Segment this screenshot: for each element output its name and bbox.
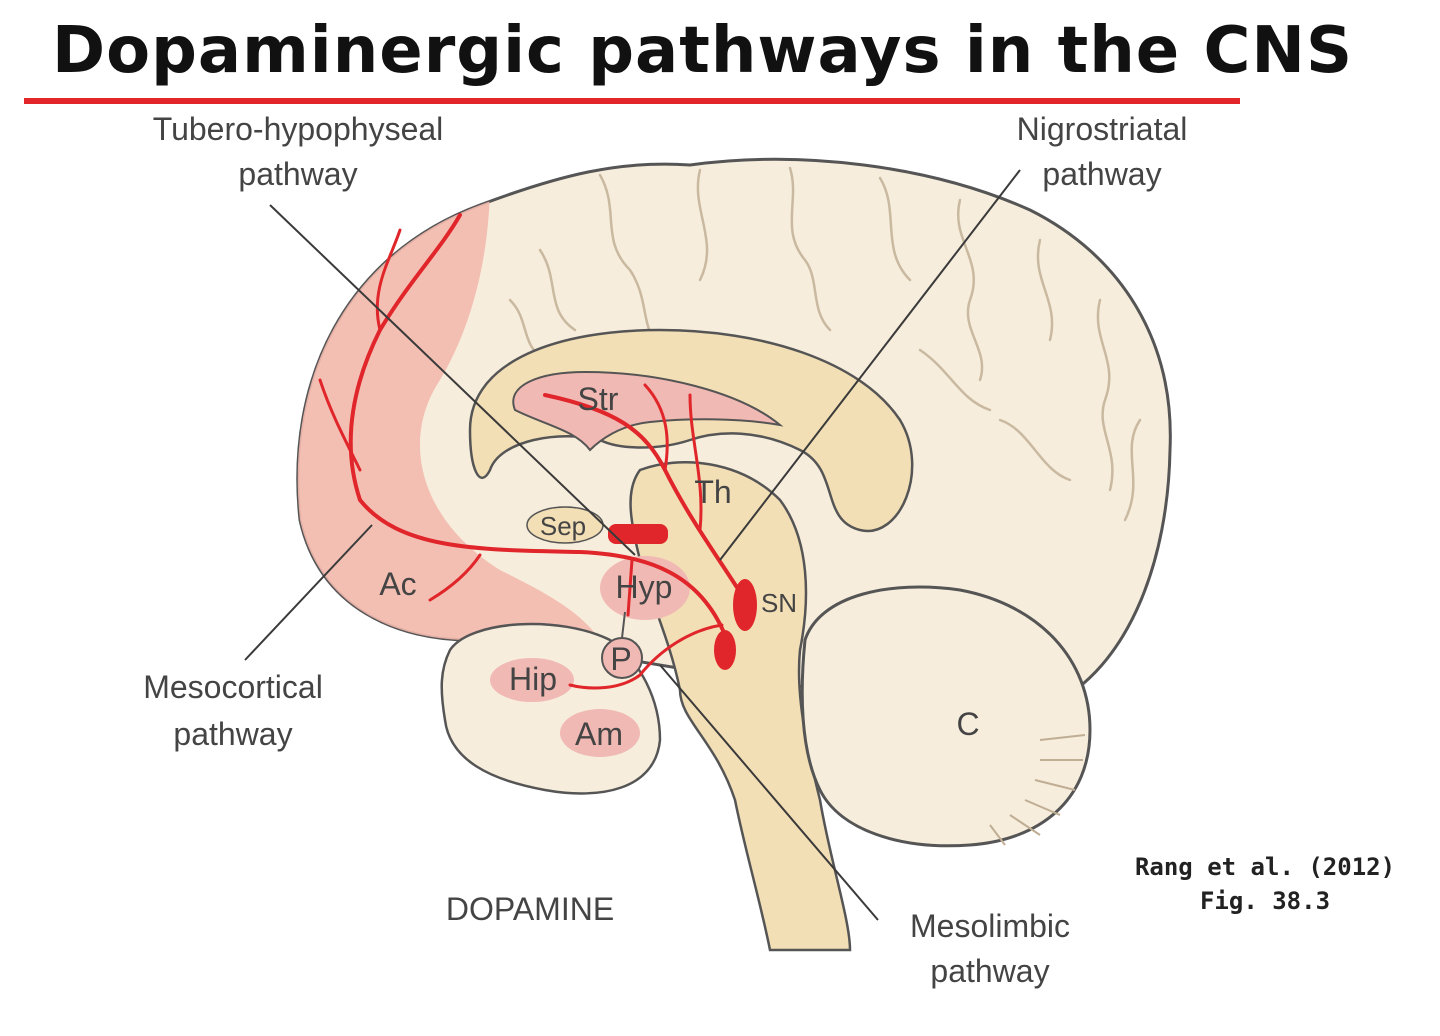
mesocortical-branch-2 (318, 378, 362, 472)
frontal-cortex-highlight (297, 180, 600, 660)
dopamine-caption: DOPAMINE (446, 891, 614, 927)
region-label-p: P (610, 641, 631, 677)
striatum (512, 370, 784, 452)
region-label-ac: Ac (379, 566, 416, 602)
mesolimbic-label-line2: pathway (930, 953, 1049, 989)
mesolimbic-fibre (568, 623, 724, 690)
tubero-leader (269, 204, 636, 556)
region-label-str: Str (578, 381, 619, 417)
pituitary (601, 637, 643, 679)
mesolimbic-leader (659, 664, 879, 921)
tubero-fibre (626, 558, 634, 617)
citation-line2: Fig. 38.3 (1199, 887, 1331, 915)
leader-lines (244, 169, 1021, 921)
amygdala (560, 709, 640, 757)
mesocortical-leader (244, 524, 373, 661)
pituitary-stalk (621, 611, 626, 639)
region-label-th: Th (694, 474, 731, 510)
nigrostriatal-branch-2 (643, 383, 669, 472)
region-label-sn: SN (761, 588, 797, 618)
mesocortical-label-line1: Mesocortical (143, 669, 323, 705)
tubero-label-line1: Tubero-hypophyseal (153, 111, 444, 147)
citation-line1: Rang et al. (2012) (1134, 853, 1396, 881)
region-label-hip: Hip (509, 661, 557, 697)
hypothalamic-cell-group (608, 524, 668, 544)
figure-citation: Rang et al. (2012) Fig. 38.3 (1120, 850, 1410, 918)
mesocortical-fibre (348, 213, 727, 637)
cortical-sulci (508, 166, 1142, 522)
mesocortical-label-line2: pathway (173, 716, 292, 752)
dopamine-pathways (318, 213, 747, 690)
hippocampus (490, 658, 574, 702)
mesocortical-branch-1 (375, 228, 402, 332)
region-label-am: Am (575, 716, 623, 752)
mesolimbic-label-line1: Mesolimbic (910, 908, 1070, 944)
slide-title: Dopaminergic pathways in the CNS (52, 14, 1354, 88)
substantia-nigra-cells (733, 579, 757, 631)
nigro-leader (719, 169, 1021, 561)
tubero-label-line2: pathway (238, 156, 357, 192)
nigro-label-line1: Nigrostriatal (1017, 111, 1188, 147)
nigro-label-line2: pathway (1042, 156, 1161, 192)
title-underline (24, 98, 1240, 104)
region-label-c: C (956, 706, 979, 742)
cerebellum (800, 585, 1092, 848)
region-label-sep: Sep (540, 511, 586, 541)
mesolimbic-ac-fibre (428, 553, 482, 602)
cerebellum-folia (989, 734, 1086, 846)
vta-cells (714, 630, 736, 670)
region-label-hyp: Hyp (616, 569, 673, 605)
nigrostriatal-branch-1 (688, 393, 703, 532)
title-underline-bar (24, 98, 1240, 104)
